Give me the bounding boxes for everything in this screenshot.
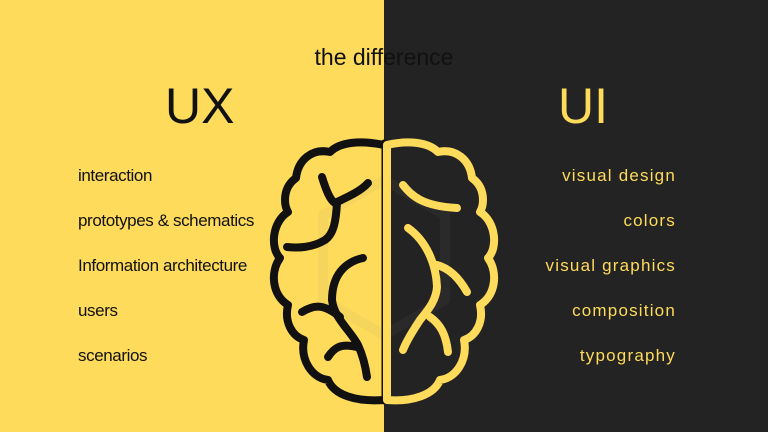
ui-heading: UI [558,78,608,134]
ui-item: typography [579,346,676,365]
ux-panel-background [0,0,384,432]
slide-title: the difference [314,44,454,70]
ui-item: visual design [562,166,676,185]
brain-left-half [269,138,388,405]
ux-item: Information architecture [78,256,247,275]
ux-item: scenarios [78,346,148,365]
ui-item: composition [572,301,676,320]
ux-item: users [78,301,118,320]
ux-item: interaction [78,166,153,185]
ux-item: prototypes & schematics [78,211,254,230]
ux-list: interaction prototypes & schematics Info… [78,165,254,390]
ui-panel-background [384,0,768,432]
ui-list: visual design colors visual graphics com… [546,165,676,390]
ui-item: visual graphics [545,256,676,275]
ux-heading: UX [165,78,235,134]
brain-right-half [383,138,499,405]
ui-item: colors [623,211,676,230]
